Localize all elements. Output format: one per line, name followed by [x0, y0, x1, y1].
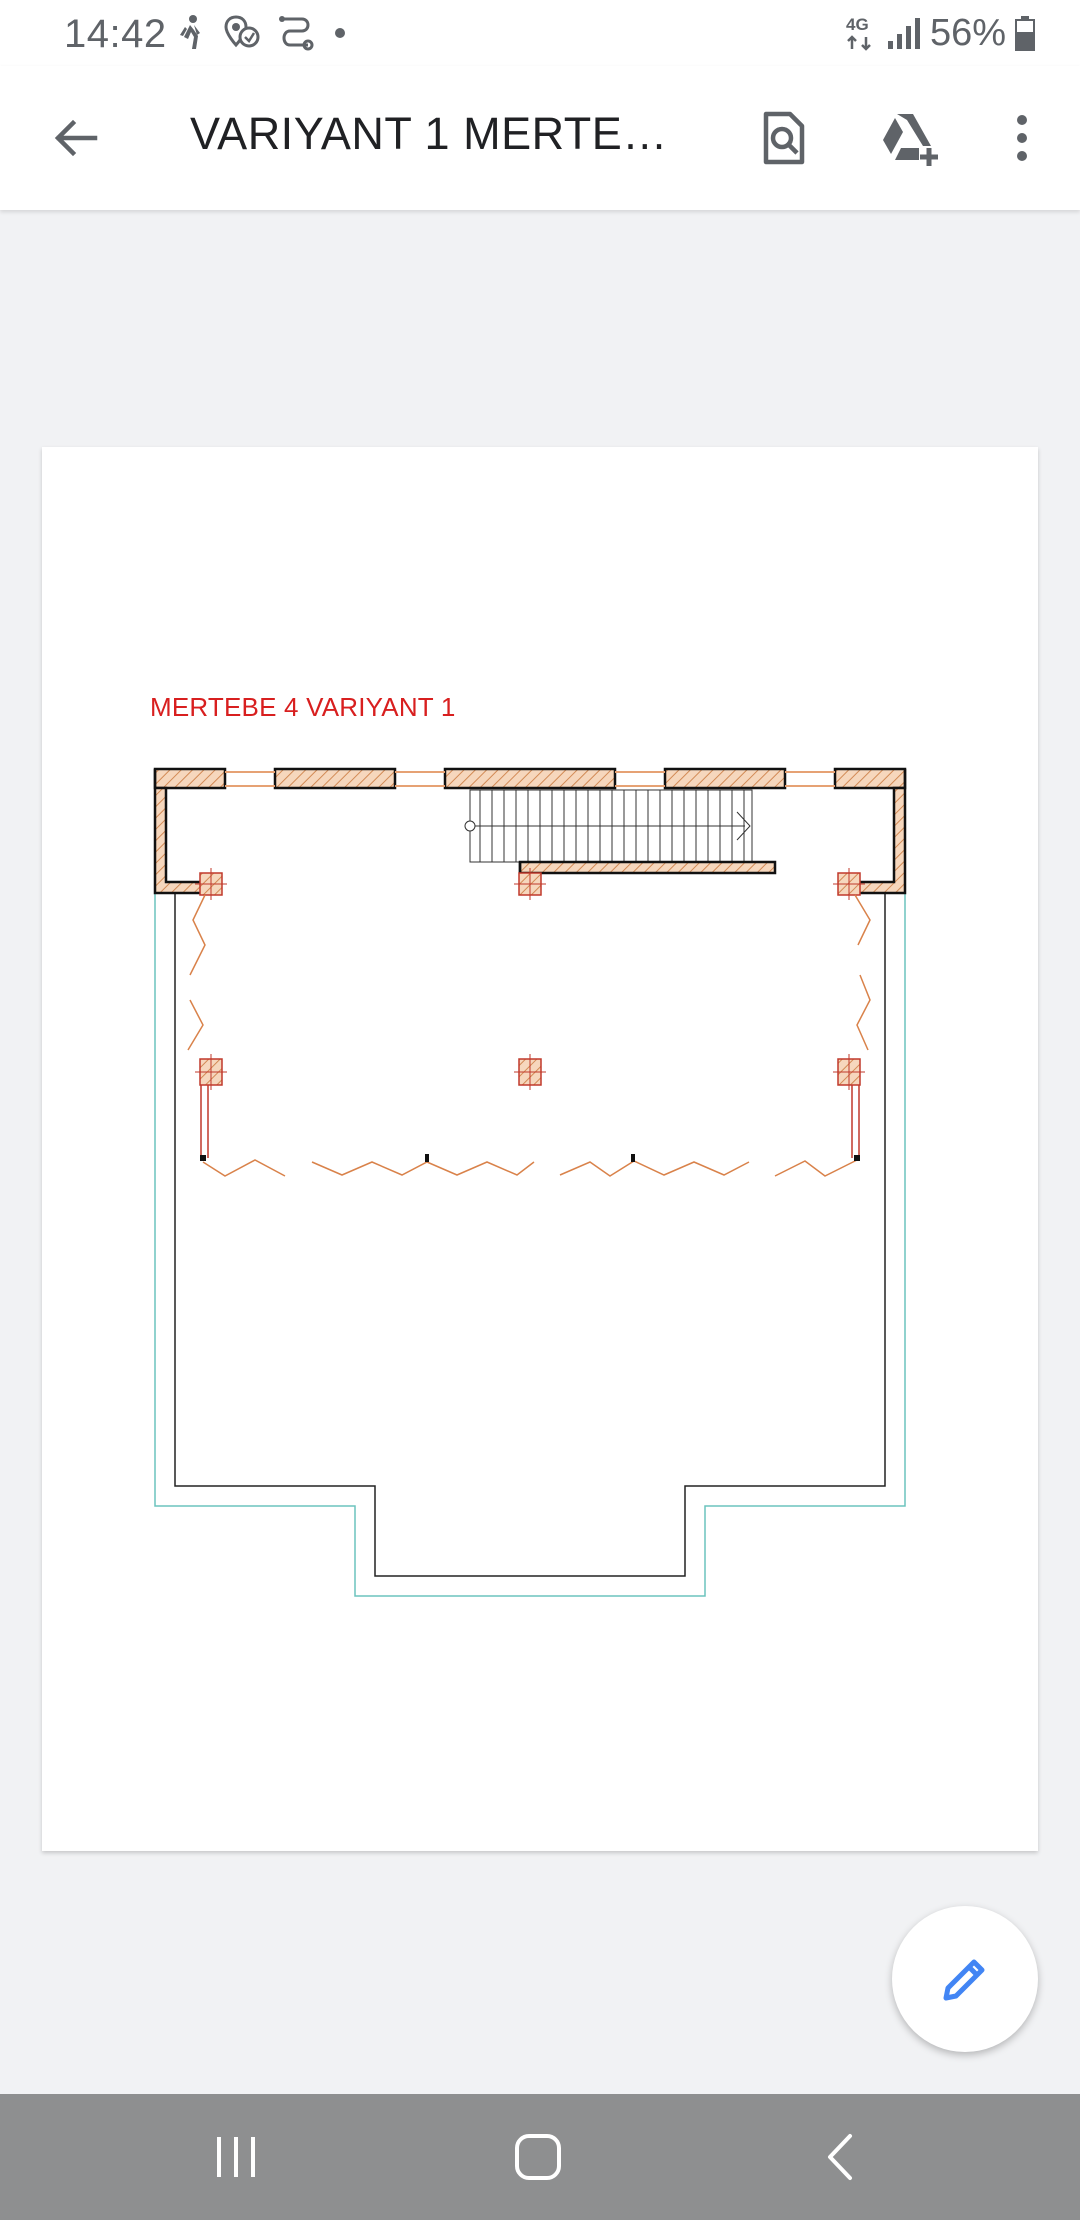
drawing-title: MERTEBE 4 VARIYANT 1 [150, 692, 456, 722]
home-button[interactable] [488, 2114, 588, 2200]
dot-icon [335, 28, 345, 38]
status-time: 14:42 [64, 12, 167, 56]
find-in-page-icon [763, 111, 805, 165]
top-wall [153, 767, 907, 790]
side-posts [200, 1085, 860, 1158]
drive-add-icon [883, 114, 938, 166]
status-notification-icons [172, 10, 348, 56]
stair-landing-wall [518, 860, 777, 875]
pencil-icon [943, 1959, 985, 2001]
battery-icon [1015, 16, 1035, 51]
edit-fab-button[interactable] [892, 1906, 1038, 2052]
back-button[interactable] [34, 96, 118, 180]
outer-boundary-line [154, 885, 906, 1597]
find-in-page-button[interactable] [742, 96, 826, 180]
more-vert-icon [1017, 115, 1027, 161]
status-bar: 14:42 4G [0, 0, 1080, 66]
railing-zigzag [187, 894, 871, 1177]
walking-icon [180, 15, 200, 49]
home-icon [515, 2134, 561, 2180]
inner-boundary-line [174, 885, 886, 1577]
more-options-button[interactable] [980, 96, 1064, 180]
battery-percent: 56% [929, 11, 1006, 54]
left-wall [153, 769, 207, 895]
top-windows [225, 771, 835, 787]
route-icon [279, 16, 314, 51]
staircase [464, 789, 753, 863]
status-system-icons: 4G 56% [844, 10, 1036, 56]
location-sharing-icon [224, 15, 260, 48]
app-bar: VARIYANT 1 MERTEBE... [0, 66, 1080, 210]
signal-icon [887, 18, 920, 49]
right-wall [853, 769, 907, 895]
network-4g-icon: 4G [846, 15, 871, 51]
nav-back-button[interactable] [790, 2114, 890, 2200]
svg-text:4G: 4G [846, 15, 869, 34]
system-nav-bar [0, 2094, 1080, 2220]
add-to-drive-button[interactable] [868, 96, 952, 180]
recent-apps-button[interactable] [186, 2114, 286, 2200]
back-arrow-icon [54, 119, 98, 157]
back-icon [828, 2134, 852, 2180]
columns [199, 872, 861, 1086]
recent-apps-icon [217, 2137, 255, 2177]
